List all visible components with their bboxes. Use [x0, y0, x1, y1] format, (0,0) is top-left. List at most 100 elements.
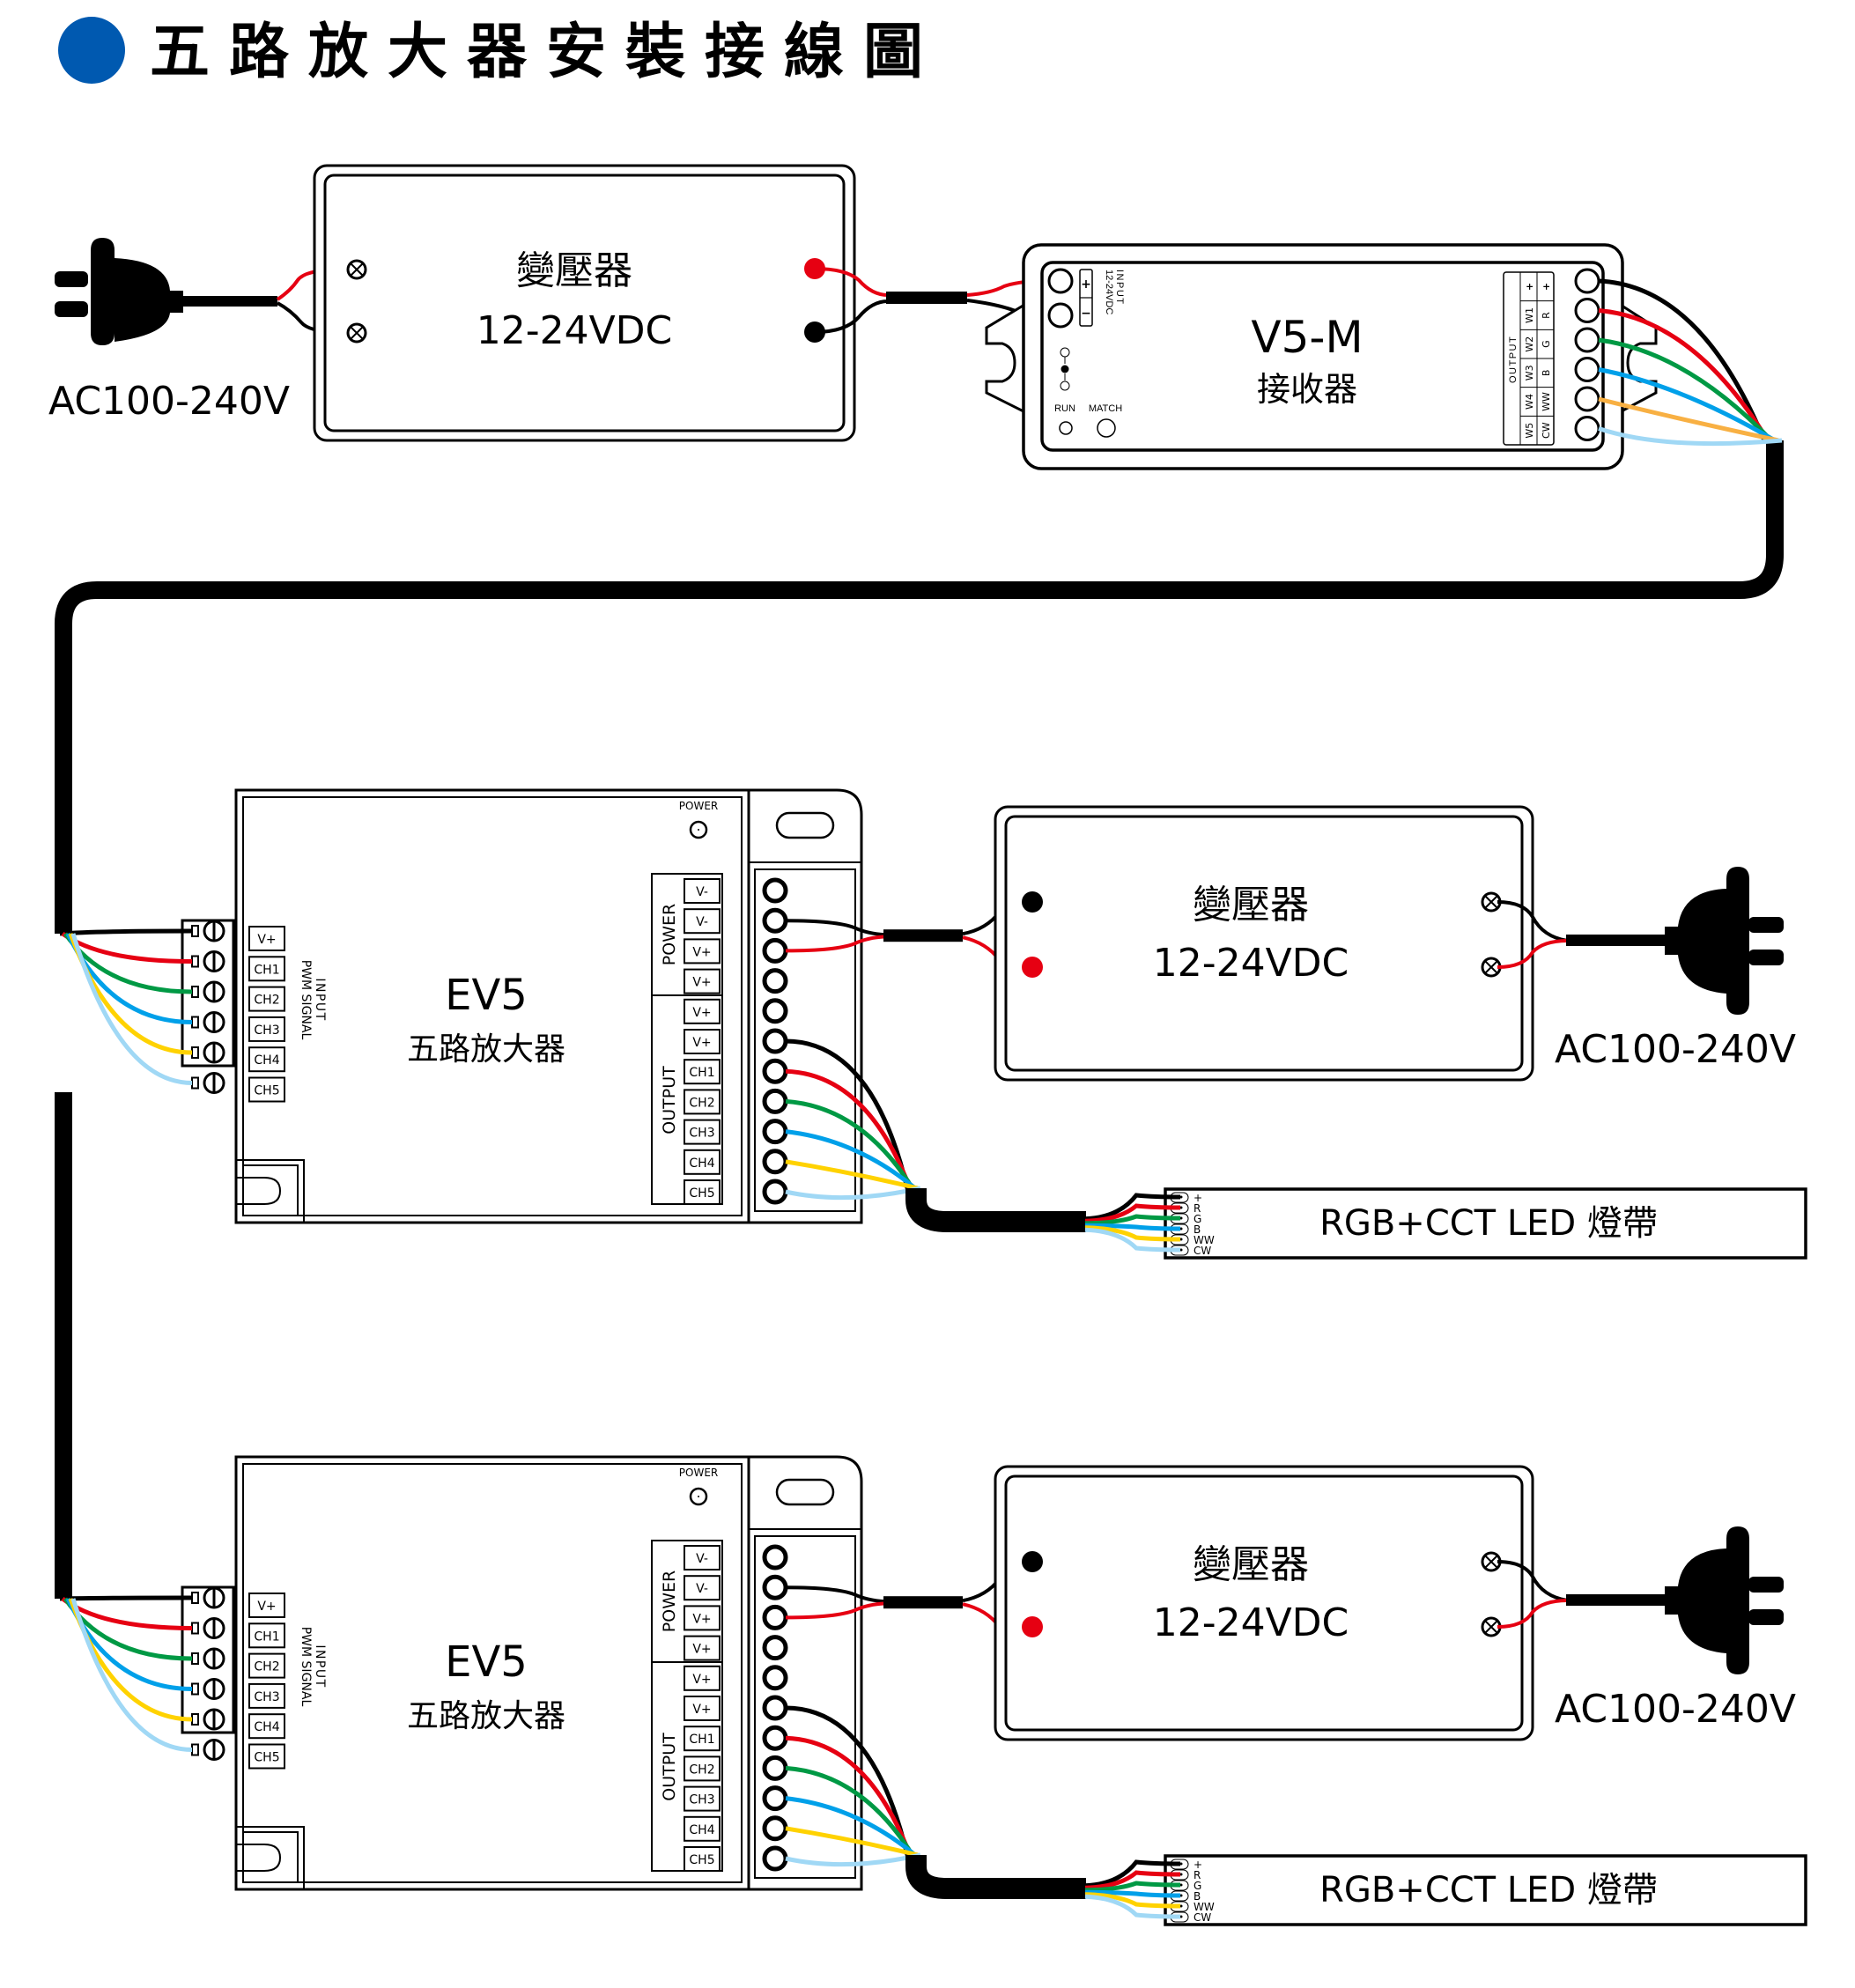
input-terminal-label-box	[248, 1652, 285, 1679]
input-terminal-positive	[1047, 268, 1074, 294]
input-wire-clamp	[191, 1076, 199, 1090]
ac-lead-live	[1497, 1560, 1569, 1602]
output-terminal	[1574, 386, 1600, 412]
screw-terminal-icon	[762, 1695, 788, 1721]
power-led-dot	[698, 829, 699, 831]
input-terminal-label-box	[248, 1046, 285, 1073]
plug-icon	[1665, 867, 1784, 1015]
output-color-label: R	[1541, 312, 1552, 319]
power-supply-housing	[994, 805, 1534, 1082]
mounting-hole-icon	[775, 811, 835, 839]
strip-wire	[1084, 1870, 1181, 1890]
output-terminal-label: V+	[692, 1612, 711, 1626]
output-w-label: W4	[1524, 394, 1535, 410]
input-terminal-label: CH4	[254, 1053, 279, 1068]
output-w-label: W3	[1524, 365, 1535, 381]
power-supply-inner-border	[1004, 1474, 1524, 1732]
input-terminal-label-box	[248, 956, 285, 982]
ac-cable	[1566, 1594, 1667, 1606]
ac-voltage-label: AC100-240V	[1555, 1027, 1796, 1072]
output-terminal-label: V-	[696, 1552, 708, 1566]
solder-point	[1179, 1195, 1183, 1199]
strip-pin-label: G	[1194, 1880, 1201, 1892]
input-terminal-label: CH2	[254, 1660, 279, 1674]
input-subtitle: PWM SIGNAL	[299, 960, 313, 1040]
strip-wire	[1084, 1193, 1181, 1222]
match-button[interactable]	[1097, 418, 1116, 438]
screw-terminal-icon	[762, 1574, 788, 1600]
output-terminal-label-box	[684, 1755, 721, 1782]
input-wire-clamp	[191, 925, 199, 937]
output-terminal-label-box	[684, 968, 721, 994]
input-wire-clamp	[191, 1713, 199, 1726]
amplifier-model: EV5	[445, 971, 528, 1020]
input-minus-label: −	[1081, 307, 1091, 321]
led-strip-label: RGB+CCT LED 燈帶	[1319, 1203, 1658, 1244]
screw-terminal-icon	[762, 1635, 788, 1661]
strip-pin-label: B	[1194, 1223, 1201, 1236]
output-terminal-label-box	[684, 1029, 721, 1054]
output-terminal-label-box	[684, 1785, 721, 1812]
strip-pin-label: +	[1194, 1859, 1202, 1871]
ac-voltage-label-1: AC100-240V	[48, 379, 290, 424]
input-terminal-label: CH3	[254, 1690, 279, 1704]
screw-terminal-icon	[762, 1725, 788, 1751]
output-terminal-label-box	[684, 1726, 721, 1752]
screw-terminal-icon	[762, 1028, 788, 1054]
power-led-label: POWER	[679, 1467, 718, 1479]
output-terminal-label: V-	[696, 915, 708, 929]
plug-icon	[55, 238, 277, 345]
output-terminal	[1574, 327, 1600, 353]
output-channel-wire	[785, 1186, 921, 1201]
solder-point	[1179, 1862, 1183, 1866]
output-terminal-label-box	[684, 1059, 721, 1085]
input-subtitle: PWM SIGNAL	[299, 1627, 313, 1707]
power-supply-name: 變壓器	[1193, 1542, 1309, 1587]
power-wire-negative	[785, 1585, 886, 1604]
output-channel-wire	[785, 1159, 919, 1191]
input-wire-clamp	[191, 1592, 199, 1604]
output-channel-wire	[785, 1735, 913, 1856]
plug-prong	[1748, 950, 1784, 965]
plug-prong	[1748, 917, 1784, 933]
dc-negative-terminal	[1022, 1551, 1043, 1572]
input-terminal-label: CH5	[254, 1084, 279, 1098]
strip-pin-label: CW	[1194, 1911, 1211, 1924]
solder-point	[1179, 1915, 1183, 1918]
output-terminal-label: V+	[692, 1643, 711, 1657]
strip-pin-label: B	[1194, 1890, 1201, 1903]
power-supply-voltage-1: 12-24VDC	[477, 308, 673, 353]
strip-wire	[1084, 1881, 1181, 1893]
ac-cable	[1566, 935, 1667, 946]
amplifier-name: 五路放大器	[407, 1698, 565, 1734]
strip-wire	[1084, 1203, 1181, 1223]
dc-positive-terminal	[1022, 1616, 1043, 1637]
receiver-output-wires	[1598, 278, 1783, 447]
output-label: OUTPUT	[1508, 336, 1519, 383]
input-terminal-label: CH3	[254, 1024, 279, 1038]
output-terminal-label-box	[684, 1635, 721, 1661]
screw-terminal-icon	[762, 1149, 788, 1175]
ac-screw-cross	[1484, 960, 1498, 974]
input-voltage-label: 12-24VDC	[1104, 270, 1114, 314]
receiver-v5m: + − INPUT 12-24VDC RUN MATCH V5-M 接收器 OU…	[985, 243, 1658, 470]
plug-prong	[1748, 1609, 1784, 1625]
power-supply-inner-border	[1004, 815, 1524, 1072]
receiver-output-wire	[1598, 367, 1777, 443]
output-terminal-label: CH3	[689, 1127, 714, 1141]
input-title: INPUT	[313, 1644, 327, 1688]
screw-terminal-icon	[762, 1785, 788, 1812]
ac-screw-cross	[1484, 1555, 1498, 1569]
power-supply-name: 變壓器	[1193, 883, 1309, 927]
input-signal-wire	[59, 928, 193, 936]
solder-point	[1179, 1216, 1183, 1220]
receiver-name: 接收器	[1257, 370, 1357, 409]
output-channel-wire	[785, 1705, 910, 1856]
dc-negative-terminal	[1022, 891, 1043, 913]
input-wire-clamp	[191, 1652, 199, 1665]
strip-wire	[1084, 1894, 1181, 1919]
